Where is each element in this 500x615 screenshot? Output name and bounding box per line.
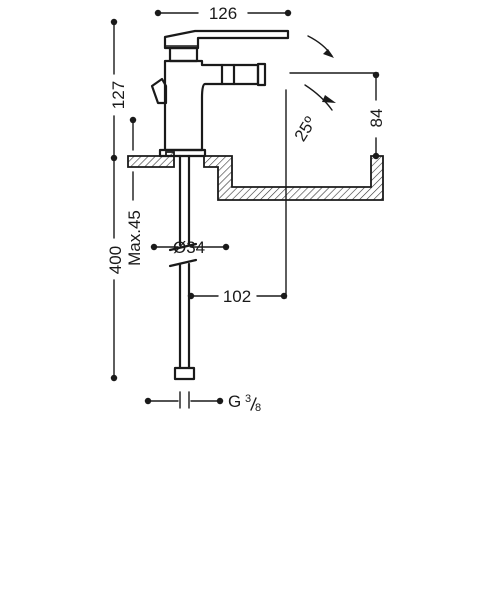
- dimension-top-width: 126: [154, 4, 292, 23]
- base-flange: [158, 148, 207, 158]
- dimension-pipe-length: 400: [106, 157, 125, 382]
- countertop-section: [127, 151, 384, 201]
- popup-rod-knob: [150, 77, 168, 105]
- dimension-thread-label: G: [228, 392, 241, 411]
- pipe-connector: [173, 366, 196, 381]
- dimension-thread-denominator: 8: [255, 402, 261, 414]
- dimension-spout-height-label: 84: [367, 109, 386, 128]
- dimension-thread: G 3 8: [144, 391, 261, 414]
- dimension-thread-numerator: 3: [245, 393, 251, 405]
- dimension-body-height-label: 127: [109, 81, 128, 109]
- dimension-max-thickness-label: Max.45: [125, 210, 144, 266]
- mixer-body: [150, 29, 290, 158]
- spout-aerator: [256, 62, 267, 87]
- dimension-diameter-label: Ø34: [173, 238, 205, 257]
- dimension-spout-height: 84: [289, 71, 386, 160]
- mixer-column-and-spout: [163, 59, 260, 152]
- dimension-spout-reach-label: 102: [223, 287, 251, 306]
- dimension-pipe-length-label: 400: [106, 246, 125, 274]
- dimension-top-width-label: 126: [209, 4, 237, 23]
- basin-bowl-section: [203, 155, 384, 201]
- dimension-diameter: Ø34: [150, 238, 230, 257]
- dimension-spout-angle-label: 25º: [291, 113, 320, 144]
- dimension-body-height: 127: [109, 18, 128, 162]
- mixer-neck: [168, 46, 199, 63]
- supply-pipe: [168, 154, 198, 381]
- dimension-spout-angle: 25º: [291, 35, 336, 145]
- countertop-left-slab: [127, 151, 175, 168]
- dimension-spout-reach: 102: [187, 89, 288, 306]
- dimension-max-thickness: Max.45: [125, 116, 144, 266]
